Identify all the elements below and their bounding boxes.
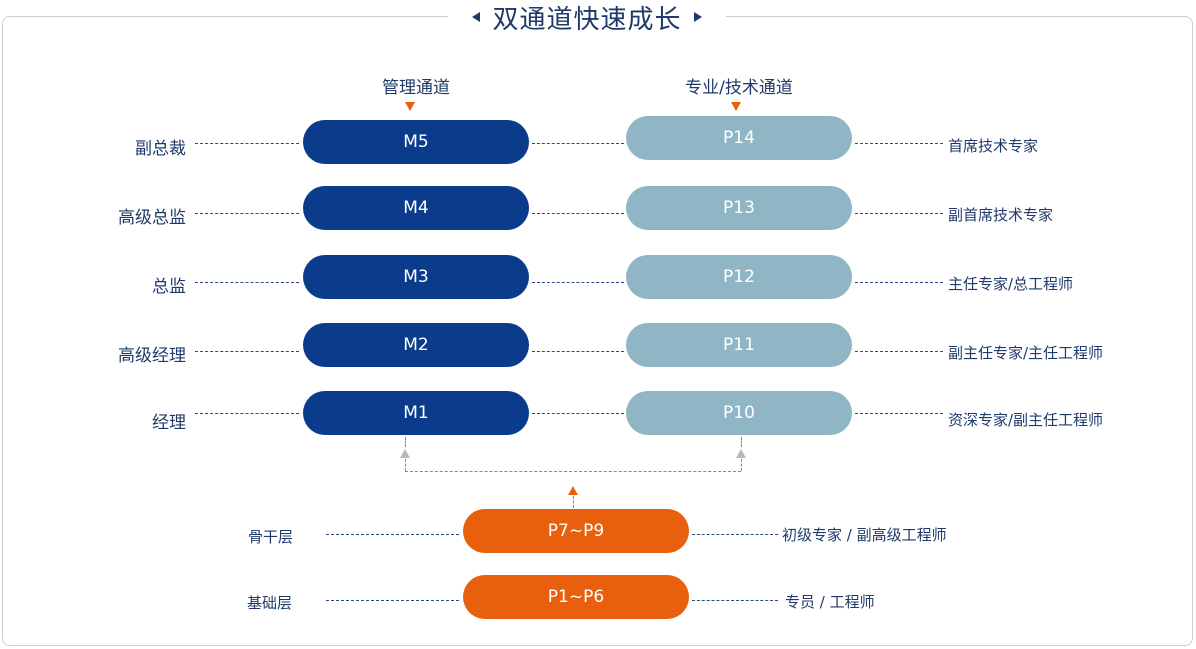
connector-line (532, 413, 624, 414)
management-level-pill: M4 (303, 186, 529, 230)
management-level-pill: M1 (303, 391, 529, 435)
connector-line (741, 459, 742, 471)
connector-line (405, 459, 406, 471)
connector-line (326, 600, 459, 601)
base-level-pill: P1~P6 (463, 575, 689, 619)
technical-arrow-icon (731, 102, 741, 111)
connector-line (855, 143, 943, 144)
connector-line (855, 282, 943, 283)
technical-level-pill: P13 (626, 186, 852, 230)
technical-header: 专业/技术通道 (685, 78, 793, 98)
triangle-left-icon (472, 12, 481, 22)
connector-line (855, 351, 943, 352)
connector-line (195, 282, 299, 283)
connector-line (573, 496, 574, 508)
connector-line (532, 143, 624, 144)
management-level-pill: M3 (303, 255, 529, 299)
up-arrow-icon (736, 449, 746, 458)
connector-line (532, 351, 624, 352)
technical-level-pill: P14 (626, 116, 852, 160)
up-arrow-icon (400, 449, 410, 458)
row-left-label: 副总裁 (135, 139, 186, 159)
connector-line (405, 437, 406, 447)
connector-line (532, 213, 624, 214)
row-right-label: 副首席技术专家 (948, 206, 1054, 224)
base-left-label: 骨干层 (248, 528, 294, 546)
triangle-right-icon (693, 12, 702, 22)
row-left-label: 总监 (152, 277, 186, 297)
up-arrow-icon (568, 486, 578, 495)
row-left-label: 经理 (152, 413, 186, 433)
diagram-title: 双通道快速成长 (492, 4, 682, 35)
management-arrow-icon (405, 102, 415, 111)
row-left-label: 高级总监 (118, 208, 186, 228)
row-right-label: 主任专家/总工程师 (948, 275, 1074, 293)
connector-line (195, 351, 299, 352)
base-right-label: 专员 / 工程师 (785, 593, 875, 611)
technical-level-pill: P12 (626, 255, 852, 299)
management-level-pill: M2 (303, 323, 529, 367)
management-level-pill: M5 (303, 120, 529, 164)
row-right-label: 副主任专家/主任工程师 (948, 344, 1104, 362)
connector-line (195, 213, 299, 214)
row-right-label: 首席技术专家 (948, 137, 1039, 155)
connector-line (692, 600, 778, 601)
technical-level-pill: P10 (626, 391, 852, 435)
connector-line (405, 471, 741, 472)
row-right-label: 资深专家/副主任工程师 (948, 411, 1104, 429)
management-header: 管理通道 (382, 78, 450, 98)
base-level-pill: P7~P9 (463, 509, 689, 553)
connector-line (855, 413, 943, 414)
connector-line (195, 413, 299, 414)
connector-line (532, 282, 624, 283)
connector-line (326, 534, 459, 535)
connector-line (855, 213, 943, 214)
title-bar: 双通道快速成长 (448, 0, 726, 35)
connector-line (692, 534, 778, 535)
technical-level-pill: P11 (626, 323, 852, 367)
connector-line (741, 437, 742, 447)
base-right-label: 初级专家 / 副高级工程师 (782, 526, 947, 544)
row-left-label: 高级经理 (118, 346, 186, 366)
base-left-label: 基础层 (247, 594, 293, 612)
connector-line (195, 143, 299, 144)
